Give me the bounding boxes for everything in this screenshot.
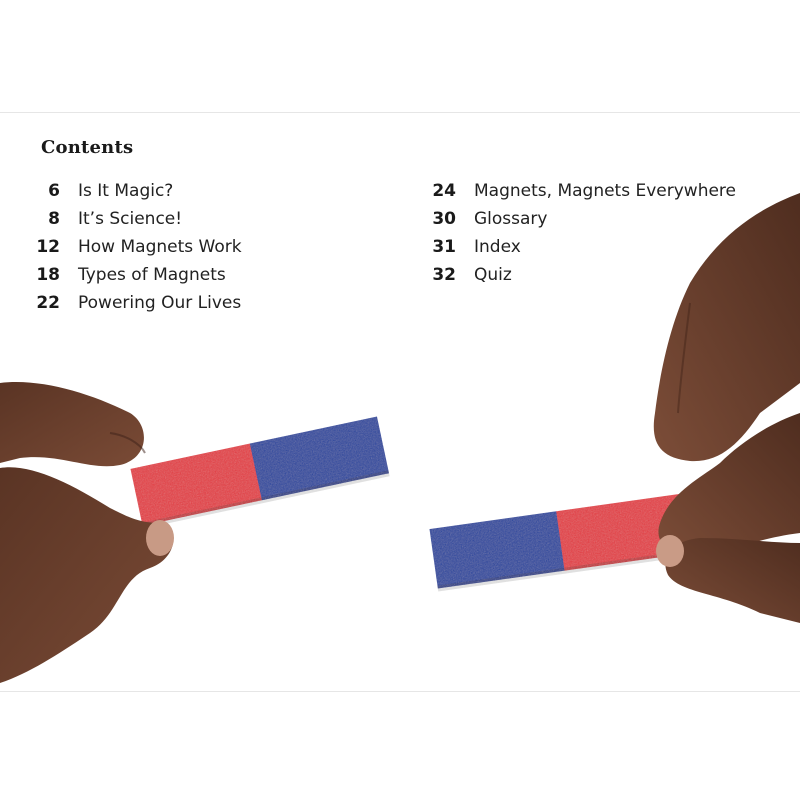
toc-page-number: 18 (36, 265, 60, 285)
toc-chapter-title: Glossary (474, 209, 548, 229)
toc-chapter-title: Powering Our Lives (78, 293, 242, 313)
toc-entry[interactable]: 8 It’s Science! (24, 209, 242, 237)
toc-entry[interactable]: 6 Is It Magic? (24, 181, 242, 209)
toc-page-number: 30 (432, 209, 456, 229)
toc-entry[interactable]: 18 Types of Magnets (24, 265, 242, 293)
magnets-photo (0, 193, 800, 683)
toc-entry[interactable]: 22 Powering Our Lives (24, 293, 242, 321)
toc-entry[interactable]: 12 How Magnets Work (24, 237, 242, 265)
toc-page-number: 22 (36, 293, 60, 313)
toc-chapter-title: Types of Magnets (78, 265, 226, 285)
toc-page-number: 6 (48, 181, 60, 201)
toc-page-number: 24 (432, 181, 456, 201)
toc-chapter-title: Quiz (474, 265, 512, 285)
toc-entry[interactable]: 32 Quiz (420, 265, 736, 293)
toc-chapter-title: Magnets, Magnets Everywhere (474, 181, 736, 201)
toc-chapter-title: It’s Science! (78, 209, 183, 229)
left-bar-magnet (130, 416, 390, 529)
left-hand (0, 382, 174, 683)
toc-page-number: 8 (48, 209, 60, 229)
book-page: Contents 6 Is It Magic? 8 It’s Science! … (0, 112, 800, 692)
contents-heading: Contents (41, 137, 134, 158)
toc-chapter-title: Index (474, 237, 521, 257)
toc-chapter-title: How Magnets Work (78, 237, 242, 257)
toc-entry[interactable]: 31 Index (420, 237, 736, 265)
toc-page-number: 12 (36, 237, 60, 257)
toc-page-number: 32 (432, 265, 456, 285)
toc-chapter-title: Is It Magic? (78, 181, 174, 201)
toc-entry[interactable]: 30 Glossary (420, 209, 736, 237)
right-bar-magnet (429, 493, 694, 592)
toc-right-column: 24 Magnets, Magnets Everywhere 30 Glossa… (420, 181, 736, 293)
toc-page-number: 31 (432, 237, 456, 257)
toc-left-column: 6 Is It Magic? 8 It’s Science! 12 How Ma… (24, 181, 242, 321)
toc-entry[interactable]: 24 Magnets, Magnets Everywhere (420, 181, 736, 209)
right-hand (653, 193, 800, 623)
